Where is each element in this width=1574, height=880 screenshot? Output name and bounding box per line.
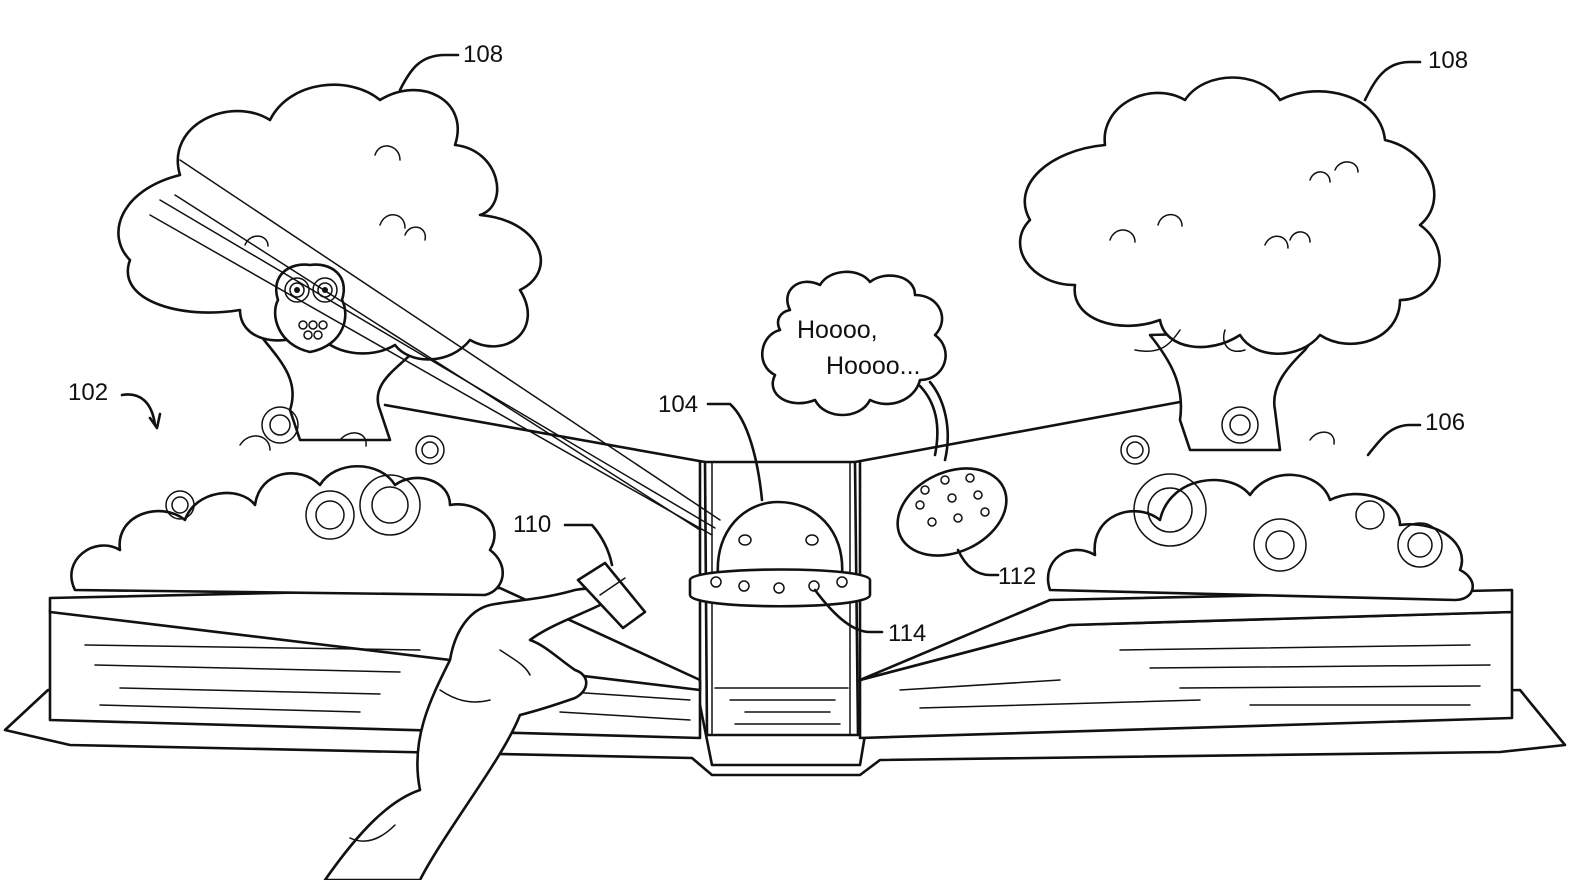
reference-numerals: 108 108 102 104 106 110 112 114 [68,41,1468,647]
ref-108-right: 108 [1428,47,1468,74]
speech-bubble: Hoooo, Hoooo... [760,270,949,462]
left-tree [117,83,542,442]
ref-104: 104 [658,391,698,418]
dome-device [688,500,872,608]
light-beam [149,159,721,536]
bubble-line-2: Hoooo... [826,352,921,380]
bubble-line-1: Hoooo, [797,316,878,344]
ref-102: 102 [68,379,108,406]
right-tree [1018,76,1441,452]
ref-108-left: 108 [463,41,503,68]
owl [273,263,347,354]
finger-marker [576,561,647,630]
right-bushes [1046,406,1474,602]
ref-106: 106 [1425,409,1465,436]
ref-112: 112 [998,563,1036,590]
sound-disc [896,467,1008,557]
ref-114: 114 [888,620,926,647]
leader-lines [120,53,1422,634]
hand [323,587,606,880]
ref-110: 110 [513,511,551,538]
left-bushes [70,406,505,597]
